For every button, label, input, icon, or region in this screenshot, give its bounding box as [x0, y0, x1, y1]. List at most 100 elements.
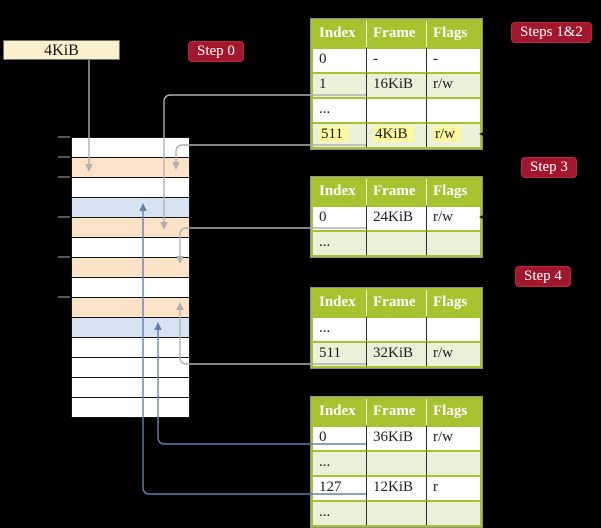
step-label-step-0: Step 0 — [188, 41, 244, 62]
table-row: 511 32KiB r/w — [313, 341, 480, 366]
column-header-index: Index — [313, 21, 367, 47]
cell-value: r/w — [433, 126, 461, 142]
cell-value: 4KiB — [373, 126, 414, 142]
memory-cell-11 — [71, 357, 190, 378]
table-row: ... — [313, 500, 480, 525]
table-cell: 12KiB — [367, 475, 427, 500]
memory-cell-5 — [71, 237, 190, 258]
memory-cell-6 — [71, 257, 190, 278]
table-cell — [427, 316, 480, 341]
memory-cell-0 — [71, 137, 190, 158]
cell-value: r/w — [433, 76, 453, 92]
cell-value: 511 — [319, 126, 349, 142]
cell-value: 0 — [319, 429, 327, 445]
table-cell: r/w — [427, 122, 480, 147]
table-cell — [427, 97, 480, 122]
table-cell — [367, 316, 427, 341]
table-cell: ... — [313, 450, 367, 475]
column-header-index: Index — [313, 399, 367, 425]
table-cell: 0 — [313, 47, 367, 72]
column-header-flags: Flags — [427, 179, 480, 205]
cell-value: r/w — [433, 345, 453, 361]
cell-value: - — [373, 51, 378, 67]
table-cell: 32KiB — [367, 341, 427, 366]
column-header-frame: Frame — [367, 399, 427, 425]
table-row: ... — [313, 450, 480, 475]
table-row: 127 12KiB r — [313, 475, 480, 500]
table-cell: 0 — [313, 425, 367, 450]
cell-value: ... — [319, 454, 331, 470]
table-cell — [427, 230, 480, 255]
table-cell: 36KiB — [367, 425, 427, 450]
table-row: 511 4KiB r/w — [313, 122, 480, 147]
table-cell: 16KiB — [367, 72, 427, 97]
column-header-index: Index — [313, 179, 367, 205]
cell-value: 16KiB — [373, 76, 414, 92]
table-cell: 511 — [313, 341, 367, 366]
cell-value: 127 — [319, 479, 342, 495]
table-cell: 4KiB — [367, 122, 427, 147]
memory-cell-9 — [71, 317, 190, 338]
table-cell — [367, 97, 427, 122]
table-cell: 0 — [313, 205, 367, 230]
table-cell: r — [427, 475, 480, 500]
cell-value: 511 — [319, 345, 341, 361]
memory-cell-3 — [71, 197, 190, 218]
cell-value: 24KiB — [373, 209, 414, 225]
table-cell: 24KiB — [367, 205, 427, 230]
column-header-flags: Flags — [427, 290, 480, 316]
table-cell: - — [367, 47, 427, 72]
table-row: ... — [313, 97, 480, 122]
memory-cell-12 — [71, 377, 190, 398]
table-row: ... — [313, 316, 480, 341]
table-cell: r/w — [427, 72, 480, 97]
table-cell: r/w — [427, 425, 480, 450]
cell-value: 0 — [319, 209, 327, 225]
column-header-frame: Frame — [367, 290, 427, 316]
table-row: 0 36KiB r/w — [313, 425, 480, 450]
memory-cell-8 — [71, 297, 190, 318]
column-header-frame: Frame — [367, 21, 427, 47]
table-cell: ... — [313, 97, 367, 122]
memory-cell-13 — [71, 397, 190, 418]
table-cell: r/w — [427, 341, 480, 366]
table-cell: ... — [313, 316, 367, 341]
column-header-frame: Frame — [367, 179, 427, 205]
cell-value: ... — [319, 504, 331, 520]
table-cell: 1 — [313, 72, 367, 97]
table-cell: ... — [313, 500, 367, 525]
column-header-flags: Flags — [427, 399, 480, 425]
step-label-step-4: Step 4 — [515, 266, 571, 287]
memory-cell-7 — [71, 277, 190, 298]
memory-cell-2 — [71, 177, 190, 198]
memory-cell-10 — [71, 337, 190, 358]
memory-cell-4 — [71, 217, 190, 238]
cell-value: 1 — [319, 76, 327, 92]
table-row: 0-- — [313, 47, 480, 72]
cell-value: ... — [319, 234, 331, 250]
table-cell — [427, 450, 480, 475]
cell-value: ... — [319, 101, 331, 117]
table-cell: 127 — [313, 475, 367, 500]
column-header-flags: Flags — [427, 21, 480, 47]
cell-value: r/w — [433, 429, 453, 445]
table-cell — [427, 500, 480, 525]
table-cell: r/w — [427, 205, 480, 230]
frame-size-box: 4KiB — [3, 40, 120, 60]
table-cell: 511 — [313, 122, 367, 147]
memory-cell-1 — [71, 157, 190, 178]
table-cell — [367, 230, 427, 255]
table-row: 1 16KiB r/w — [313, 72, 480, 97]
cell-value: 12KiB — [373, 479, 414, 495]
table-cell: ... — [313, 230, 367, 255]
table-cell: - — [427, 47, 480, 72]
table-row: 0 24KiB r/w — [313, 205, 480, 230]
